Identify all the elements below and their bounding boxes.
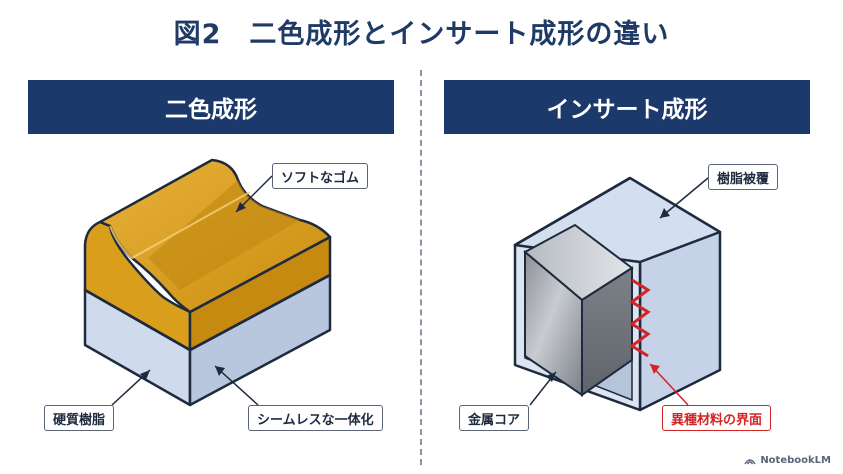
label-hard-resin: 硬質樹脂 xyxy=(44,405,115,431)
interface-zigzag xyxy=(629,278,651,358)
label-resin-coating: 樹脂被覆 xyxy=(708,164,779,190)
insert-block xyxy=(513,176,722,412)
label-soft-rubber: ソフトなゴム xyxy=(272,163,369,189)
rubber-groove xyxy=(148,180,300,290)
header-two-color-molding: 二色成形 xyxy=(28,80,394,134)
watermark: NotebookLM xyxy=(744,455,831,466)
two-color-block xyxy=(83,158,332,407)
resin-shell-side xyxy=(638,230,722,412)
rubber-front-face xyxy=(83,220,192,352)
metal-core-side xyxy=(581,266,633,397)
page-title: 図2 二色成形とインサート成形の違い xyxy=(173,19,670,50)
watermark-text: NotebookLM xyxy=(760,455,831,466)
header-insert-molding: インサート成形 xyxy=(444,80,810,134)
notebooklm-logo-icon xyxy=(744,458,756,464)
leader-seamless xyxy=(214,365,259,406)
label-seamless-integration: シームレスな一体化 xyxy=(248,405,383,431)
leader-resin-coating xyxy=(659,177,709,219)
panel-divider xyxy=(420,70,422,465)
label-material-interface: 異種材料の界面 xyxy=(662,405,772,431)
label-metal-core: 金属コア xyxy=(459,405,530,431)
